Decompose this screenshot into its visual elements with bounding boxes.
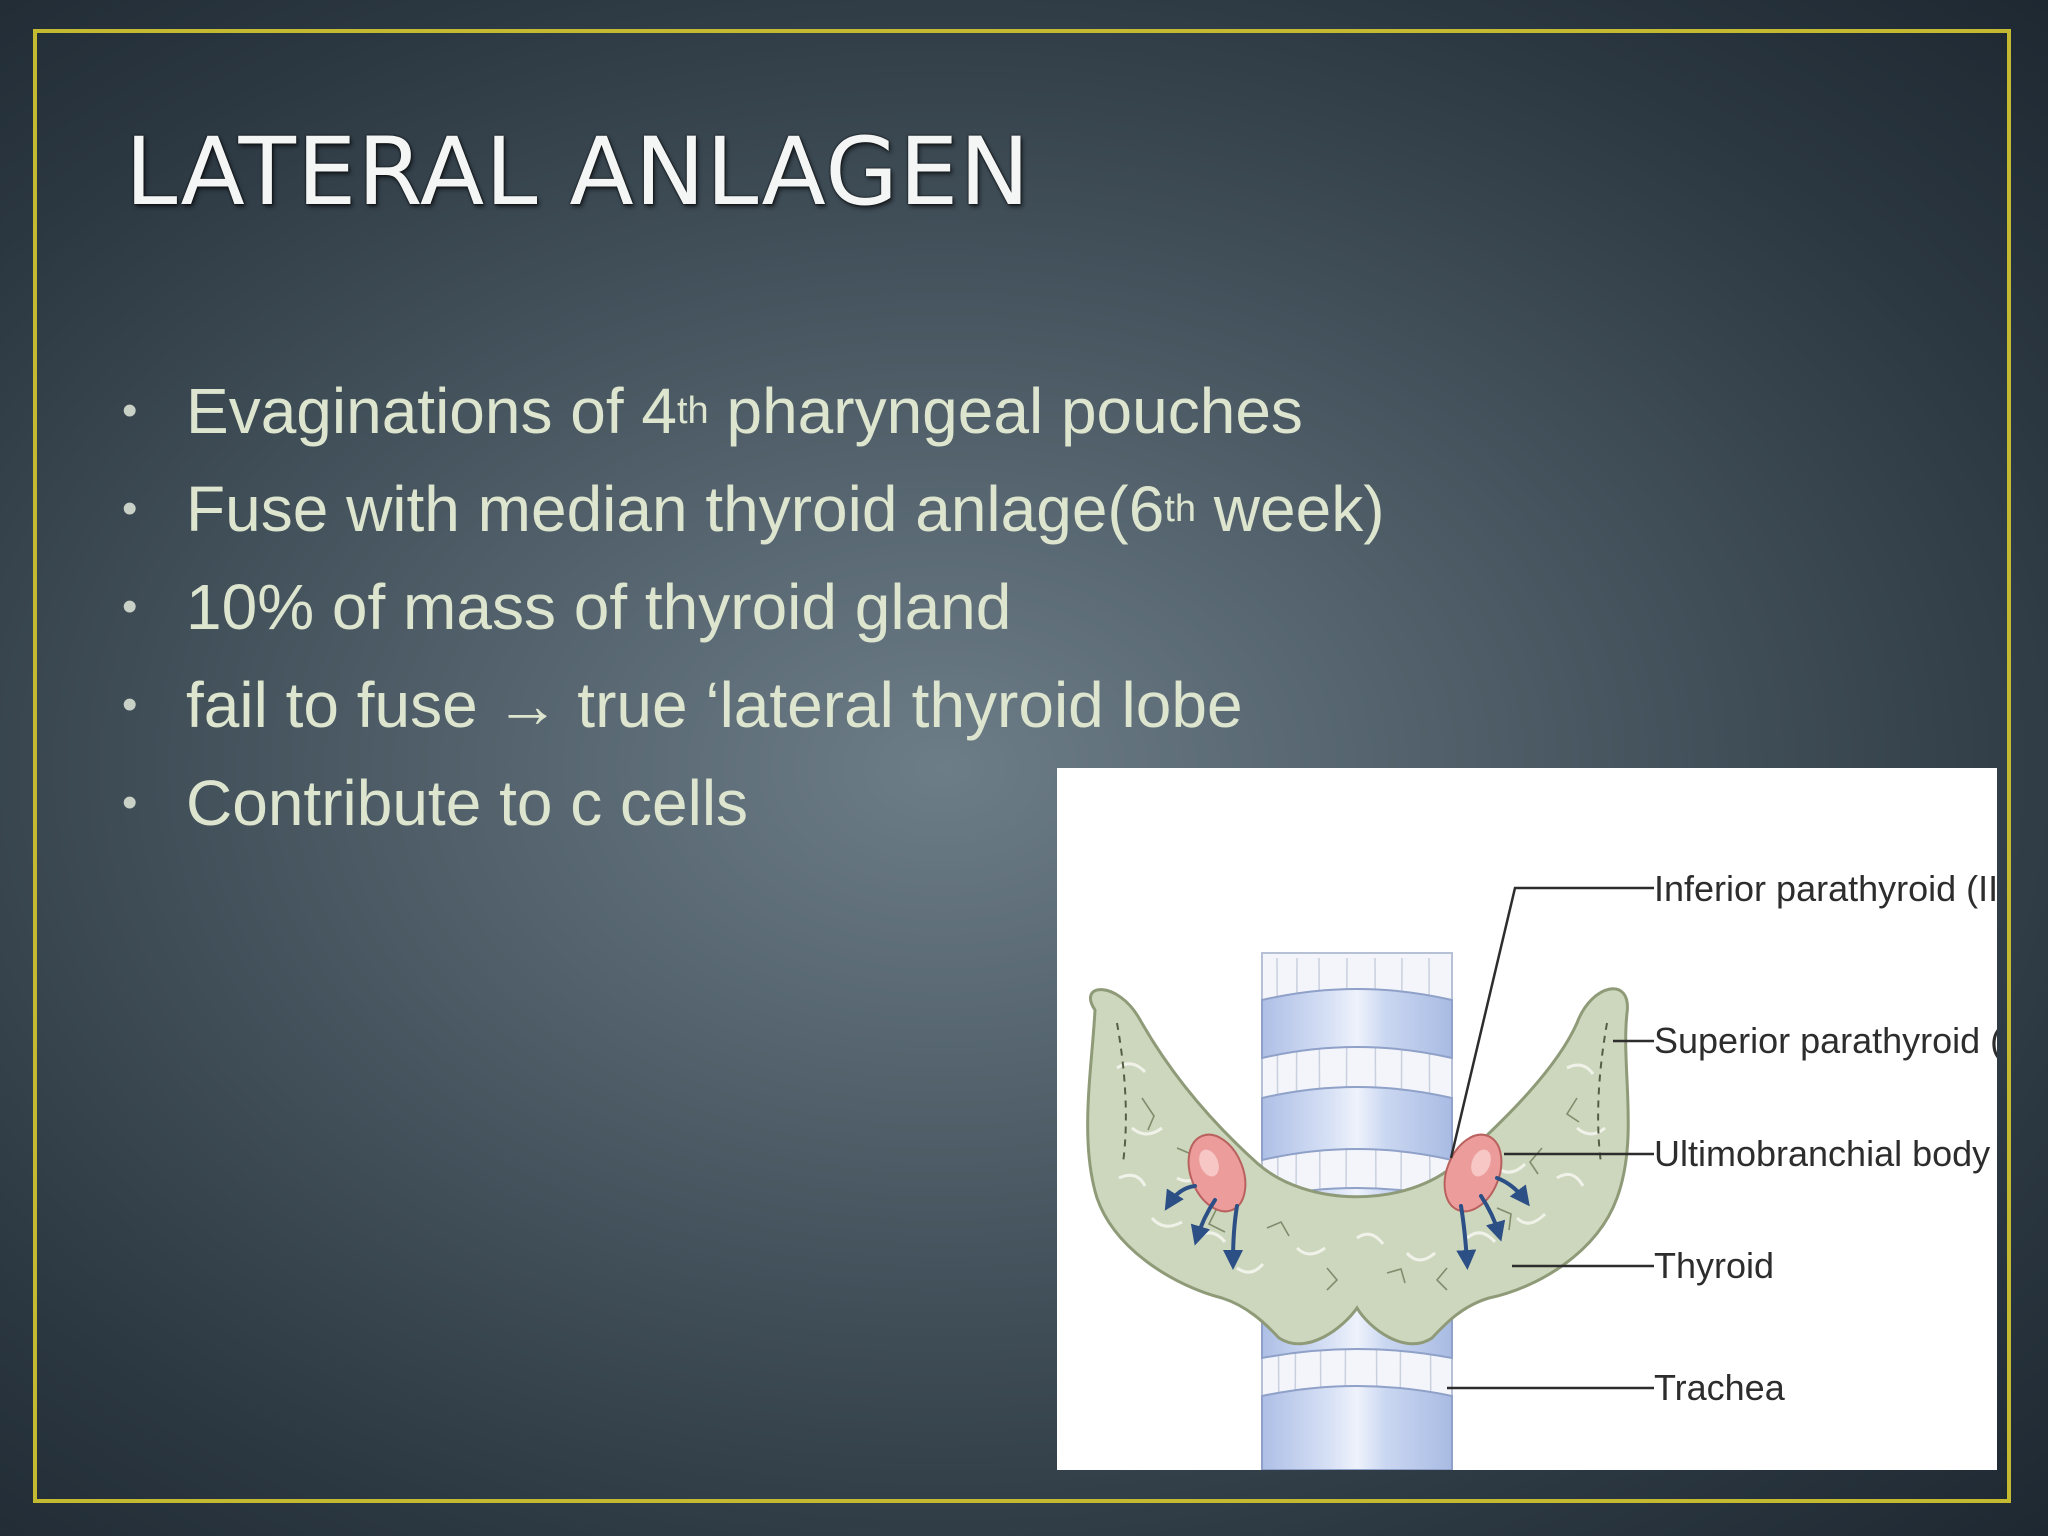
bullet-dot-icon: • xyxy=(122,484,138,533)
bullet-item: • Fuse with median thyroid anlage(6th wee… xyxy=(118,460,1385,558)
label-inferior-parathyroid: Inferior parathyroid (III) xyxy=(1654,868,1997,909)
bullet-superscript: th xyxy=(1164,488,1197,530)
bullet-text-continued: week) xyxy=(1196,473,1385,545)
migration-arrows xyxy=(1164,1176,1530,1270)
thyroid-diagram: Inferior parathyroid (III) Superior para… xyxy=(1057,768,1997,1470)
bullet-superscript: th xyxy=(677,390,709,432)
label-ultimobranchial-body: Ultimobranchial body xyxy=(1654,1133,1990,1174)
bullet-text: Contribute to c cells xyxy=(186,767,749,839)
bullet-text: fail to fuse → true ‘lateral thyroid lob… xyxy=(186,669,1243,741)
thyroid-diagram-svg: Inferior parathyroid (III) Superior para… xyxy=(1086,868,1997,1470)
bullet-dot-icon: • xyxy=(122,386,138,435)
parathyroid-glands xyxy=(1187,1133,1503,1213)
bullet-item: • 10% of mass of thyroid gland xyxy=(118,558,1385,656)
bullet-dot-icon: • xyxy=(122,778,138,827)
bullet-list: •Evaginations of 4th pharyngeal pouches … xyxy=(118,362,1385,852)
slide-border xyxy=(33,29,2011,1503)
label-trachea: Trachea xyxy=(1654,1367,1786,1408)
label-thyroid: Thyroid xyxy=(1654,1245,1774,1286)
slide-title: LATERAL ANLAGEN xyxy=(125,118,1031,227)
bullet-item: • Evaginations of 4th pharyngeal pouches xyxy=(118,362,1385,460)
bullet-dot-icon: • xyxy=(122,582,138,631)
bullet-text: Evaginations of 4 xyxy=(186,375,677,447)
bullet-text-continued: pharyngeal pouches xyxy=(708,375,1303,447)
label-superior-parathyroid: Superior parathyroid (IV) xyxy=(1654,1020,1997,1061)
bullet-item: • fail to fuse → true ‘lateral thyroid lo… xyxy=(118,656,1385,754)
thyroid-gland xyxy=(1086,987,1630,1346)
bullet-text: 10% of mass of thyroid gland xyxy=(186,571,1012,643)
bullet-item: • Contribute to c cells xyxy=(118,754,1385,852)
bullet-text: Fuse with median thyroid anlage(6 xyxy=(186,473,1165,545)
label-leader-lines xyxy=(1447,886,1654,1390)
bullet-dot-icon: • xyxy=(122,680,138,729)
